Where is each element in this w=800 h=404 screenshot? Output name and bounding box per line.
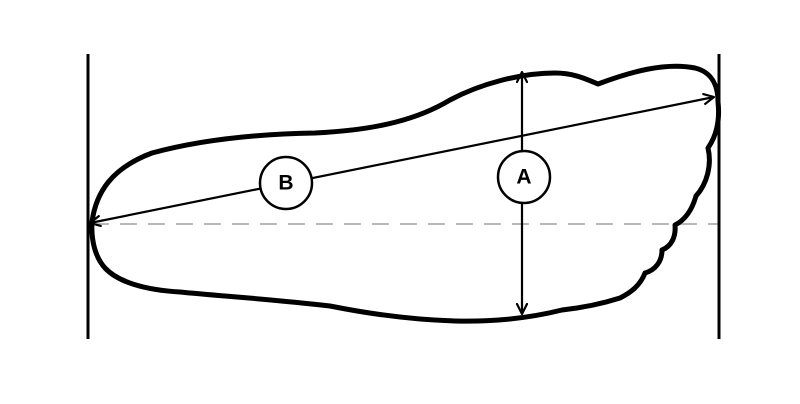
- width-label-bubble: A: [496, 149, 552, 205]
- length-measurement-arrow: [90, 97, 714, 223]
- length-label: B: [278, 172, 293, 195]
- length-label-bubble: B: [258, 155, 314, 211]
- foot-outline: [89, 63, 722, 324]
- width-label: A: [516, 166, 531, 189]
